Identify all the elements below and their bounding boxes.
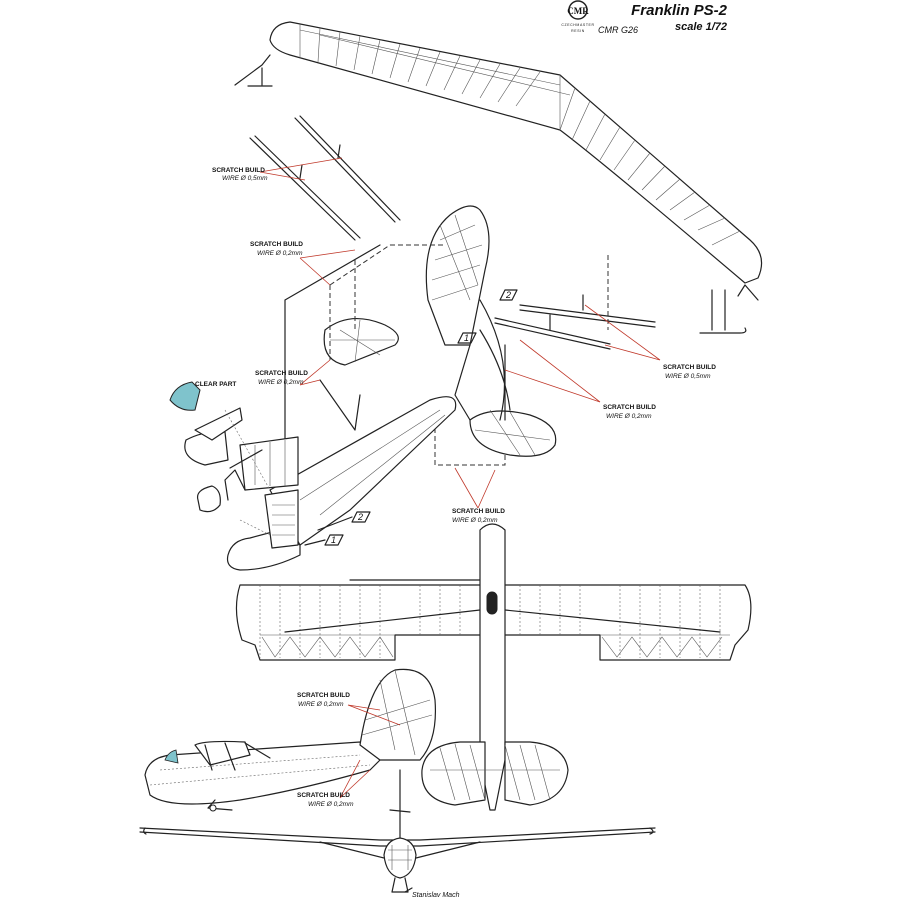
callout-1-top: 1 <box>457 332 477 344</box>
cmr-logo: CMR CZECHMASTER RESIN <box>561 0 594 33</box>
header: CMR CZECHMASTER RESIN Franklin PS-2 scal… <box>561 0 728 35</box>
label-scratch-build-6: SCRATCH BUILD WIRE Ø 0,2mm <box>452 508 505 524</box>
label-scratch-build-4: SCRATCH BUILD WIRE Ø 0,5mm <box>663 364 716 380</box>
tail-exploded: 2 1 SCRATCH BUILD WIRE Ø 0,2mm SCRATCH B… <box>250 205 656 524</box>
logo-sub: CZECHMASTER <box>561 23 594 27</box>
upper-wing-exploded <box>234 21 763 334</box>
svg-text:WIRE Ø 0,2mm: WIRE Ø 0,2mm <box>257 250 303 257</box>
svg-text:1: 1 <box>464 333 469 343</box>
svg-text:SCRATCH BUILD: SCRATCH BUILD <box>250 241 303 248</box>
wing-struts-upper: SCRATCH BUILD WIRE Ø 0,5mm <box>212 115 401 241</box>
model-title: Franklin PS-2 <box>631 2 728 19</box>
artist-signature: Stanislav Mach <box>412 892 460 899</box>
svg-text:SCRATCH BUILD: SCRATCH BUILD <box>255 370 308 377</box>
fuselage-exploded: CLEAR PART 2 1 <box>169 381 457 571</box>
side-view: SCRATCH BUILD WIRE Ø 0,2mm SCRATCH BUILD… <box>144 668 437 812</box>
canopy-side <box>164 749 179 764</box>
logo-letters: CMR <box>567 6 589 16</box>
model-scale: scale 1/72 <box>675 21 727 33</box>
svg-text:WIRE Ø 0,5mm: WIRE Ø 0,5mm <box>665 373 711 380</box>
svg-text:SCRATCH BUILD: SCRATCH BUILD <box>297 792 350 799</box>
svg-text:SCRATCH BUILD: SCRATCH BUILD <box>297 692 350 699</box>
label-scratch-build-1: SCRATCH BUILD WIRE Ø 0,5mm <box>212 167 268 182</box>
svg-text:WIRE Ø 0,2mm: WIRE Ø 0,2mm <box>606 413 652 420</box>
label-scratch-build-2: SCRATCH BUILD WIRE Ø 0,2mm <box>250 241 303 257</box>
kit-code: CMR G26 <box>598 25 638 35</box>
label-scratch-build-7: SCRATCH BUILD WIRE Ø 0,2mm <box>297 692 350 708</box>
label-scratch-build-3: SCRATCH BUILD WIRE Ø 0,2mm <box>255 370 308 386</box>
svg-text:2: 2 <box>357 512 363 522</box>
svg-text:SCRATCH BUILD: SCRATCH BUILD <box>452 508 505 515</box>
svg-text:SCRATCH BUILD: SCRATCH BUILD <box>663 364 716 371</box>
svg-text:WIRE Ø 0,2mm: WIRE Ø 0,2mm <box>258 379 304 386</box>
svg-text:2: 2 <box>505 290 511 300</box>
svg-text:SCRATCH BUILD: SCRATCH BUILD <box>212 167 265 174</box>
svg-text:WIRE Ø 0,5mm: WIRE Ø 0,5mm <box>222 175 268 182</box>
svg-text:1: 1 <box>331 535 336 545</box>
canopy-clear-part <box>169 381 201 411</box>
clear-part-label: CLEAR PART <box>195 381 236 388</box>
wing-struts-lower-right: SCRATCH BUILD WIRE Ø 0,5mm <box>494 294 716 380</box>
label-scratch-build-5: SCRATCH BUILD WIRE Ø 0,2mm <box>603 404 656 420</box>
plan-view <box>235 523 752 811</box>
callout-2-top: 2 <box>499 289 518 301</box>
front-view: Stanislav Mach <box>139 769 656 899</box>
label-scratch-build-8: SCRATCH BUILD WIRE Ø 0,2mm <box>297 792 354 808</box>
svg-text:WIRE Ø 0,2mm: WIRE Ø 0,2mm <box>308 801 354 808</box>
callout-2-fuselage: 2 <box>351 511 371 523</box>
svg-text:SCRATCH BUILD: SCRATCH BUILD <box>603 404 656 411</box>
svg-text:WIRE Ø 0,2mm: WIRE Ø 0,2mm <box>298 701 344 708</box>
callout-1-fuselage: 1 <box>324 534 344 546</box>
svg-text:WIRE Ø 0,2mm: WIRE Ø 0,2mm <box>452 517 498 524</box>
logo-sub2: RESIN <box>571 29 585 33</box>
